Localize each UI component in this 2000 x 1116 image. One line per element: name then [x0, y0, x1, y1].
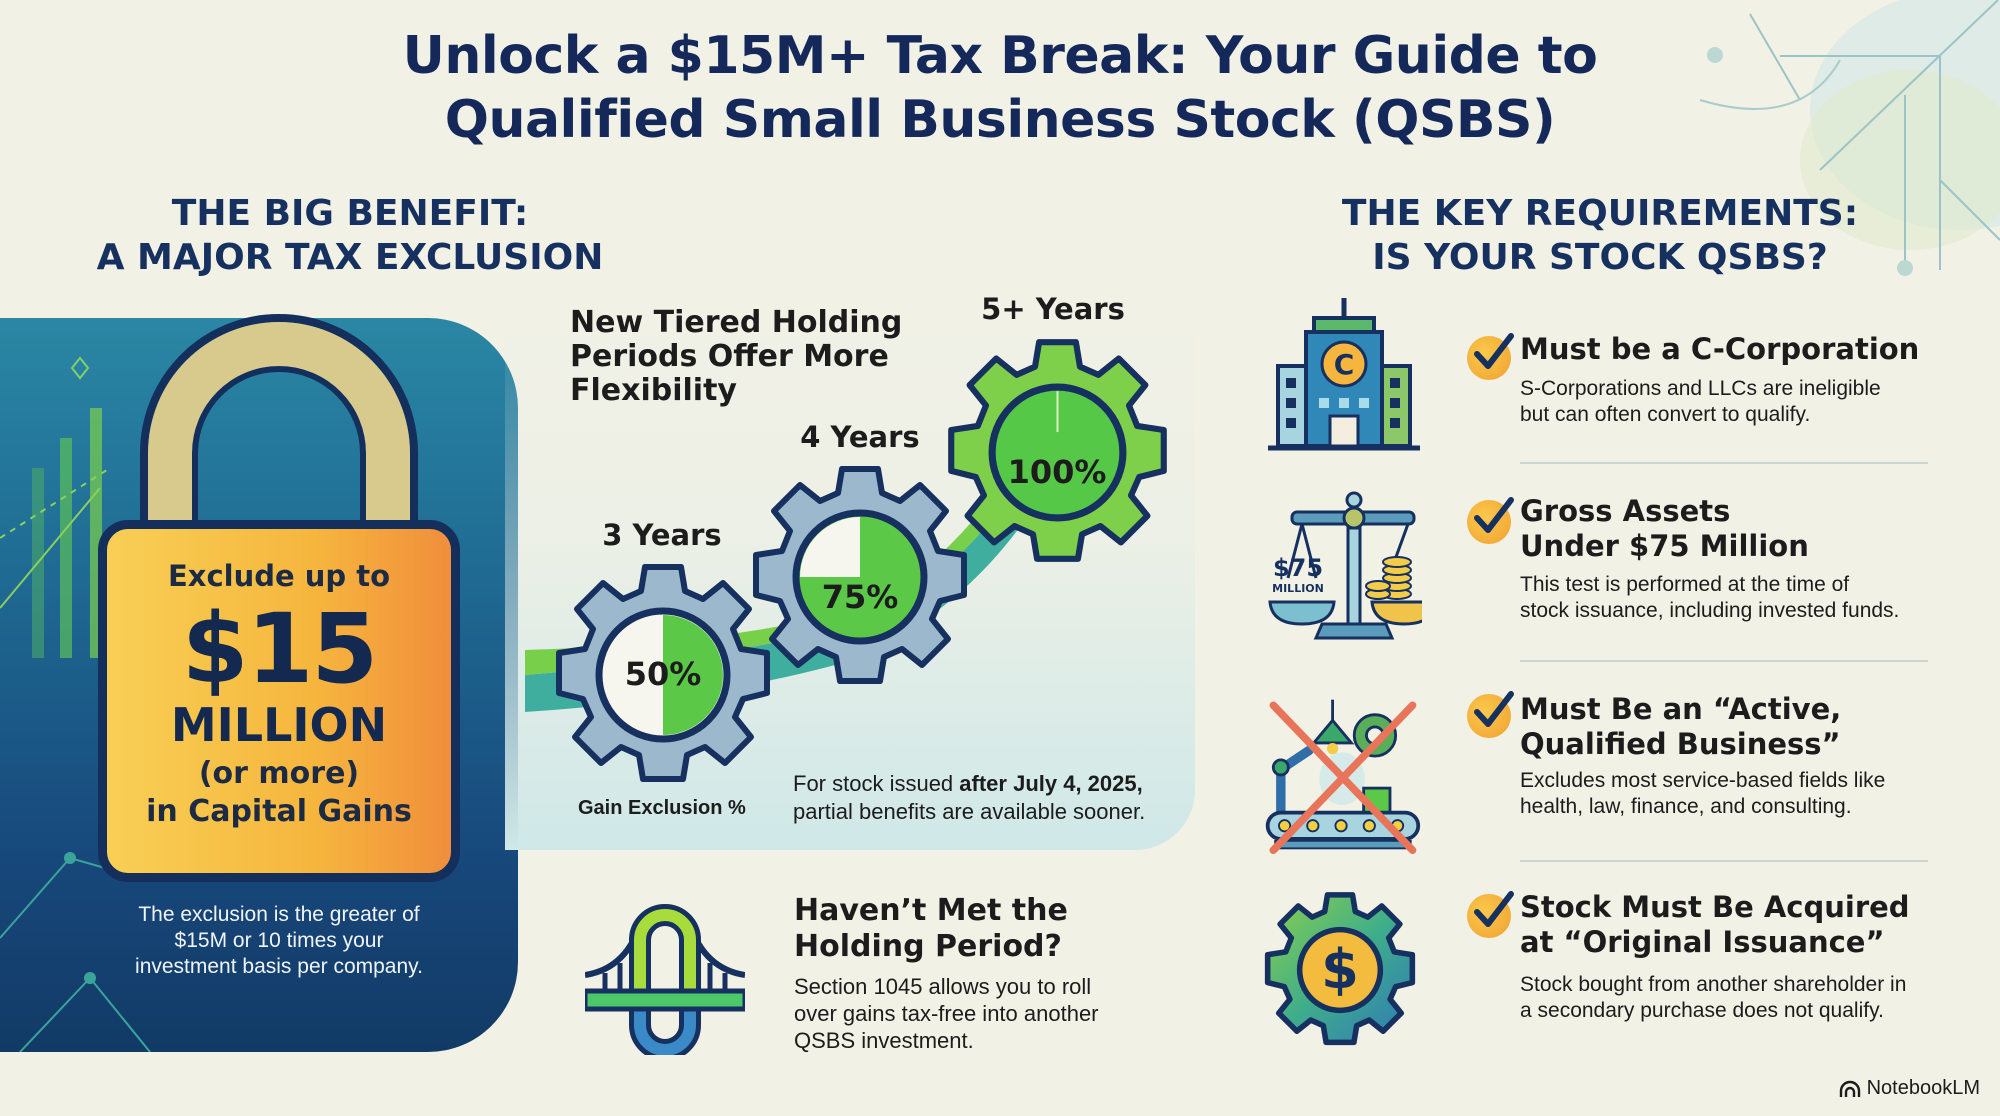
page-title-line1: Unlock a $15M+ Tax Break: Your Guide to	[402, 26, 1598, 86]
requirement-active-business: Must Be an “Active, Qualified Business” …	[1262, 682, 1962, 864]
rollover-title: Haven’t Met the Holding Period?	[794, 893, 1068, 965]
requirement-description: Stock bought from another shareholder in…	[1520, 972, 1940, 1024]
requirement-description: Excludes most service-based fields like …	[1520, 768, 1940, 820]
gear-icon	[948, 339, 1167, 562]
tier-note-prefix: For stock issued	[793, 771, 960, 796]
tier-percentage: 75%	[821, 578, 899, 616]
requirement-c-corporation: C Must be a C-Corporation S-Corporations…	[1262, 296, 1962, 466]
requirement-title-line1: Must be a C-Corporation	[1520, 332, 1920, 366]
checkmark-icon	[1467, 691, 1514, 738]
requirements-heading-line1: THE KEY REQUIREMENTS:	[1341, 193, 1859, 234]
requirement-desc-line1: Stock bought from another shareholder in	[1520, 973, 1907, 996]
tier-title-line1: New Tiered Holding	[570, 305, 903, 340]
lock-text-line5: in Capital Gains	[146, 794, 412, 829]
brand-label: NotebookLM	[1866, 1077, 1980, 1099]
requirement-desc-line2: but can often convert to qualify.	[1520, 403, 1811, 426]
gear-icon	[753, 466, 967, 684]
divider	[1520, 860, 1928, 862]
checkmark-icon	[1467, 497, 1514, 544]
requirement-title: Gross Assets Under $75 Million	[1520, 494, 1940, 564]
requirement-title-line1: Stock Must Be Acquired	[1520, 890, 1910, 924]
tier-percentage: 100%	[1007, 453, 1107, 491]
rollover-title-line1: Haven’t Met the	[794, 893, 1068, 928]
requirement-description: S-Corporations and LLCs are ineligible b…	[1520, 376, 1940, 428]
tier-percentage: 50%	[624, 655, 702, 693]
requirement-desc-line1: Excludes most service-based fields like	[1520, 769, 1886, 792]
gain-exclusion-caption: Gain Exclusion %	[578, 797, 746, 819]
requirement-title-line1: Gross Assets	[1520, 494, 1731, 528]
divider	[1520, 660, 1928, 662]
lock-text-line4: (or more)	[198, 756, 360, 791]
checkmark-icon	[1467, 333, 1514, 380]
requirement-desc-line1: This test is performed at the time of	[1520, 573, 1850, 596]
requirement-desc-line2: a secondary purchase does not qualify.	[1520, 999, 1884, 1022]
brand-watermark: NotebookLM	[1839, 1077, 1980, 1100]
crossed-out-factory-icon	[1265, 699, 1421, 854]
benefit-heading-line1: THE BIG BENEFIT:	[171, 193, 529, 234]
tier-note-date: after July 4, 2025,	[959, 771, 1143, 796]
rollover-title-line2: Holding Period?	[794, 929, 1062, 964]
tier-period-label: 4 Years	[800, 420, 920, 454]
requirement-original-issuance: $ Stock Must Be Acquired at “Original Is…	[1262, 880, 1962, 1060]
divider	[1520, 462, 1928, 464]
benefit-heading-line2: A MAJOR TAX EXCLUSION	[96, 237, 604, 278]
tier-title-line2: Periods Offer More	[570, 339, 889, 374]
lock-unit: MILLION	[170, 698, 388, 752]
requirement-title: Must Be an “Active, Qualified Business”	[1520, 692, 1940, 762]
checkmark-icon	[1467, 891, 1514, 938]
benefit-note-line1: The exclusion is the greater of	[138, 903, 420, 926]
benefit-note-line3: investment basis per company.	[135, 955, 423, 978]
tier-period-label: 3 Years	[602, 518, 722, 552]
benefit-heading: THE BIG BENEFIT: A MAJOR TAX EXCLUSION	[40, 192, 660, 280]
dollar-gear-icon: $	[1264, 892, 1416, 1046]
requirement-desc-line2: health, law, finance, and consulting.	[1520, 795, 1852, 818]
lock-amount: $15	[181, 593, 378, 705]
requirements-heading: THE KEY REQUIREMENTS: IS YOUR STOCK QSBS…	[1290, 192, 1910, 280]
padlock-icon: Exclude up to $15 MILLION (or more) in C…	[98, 520, 460, 882]
rollover-text: Section 1045 allows you to roll over gai…	[794, 973, 1134, 1054]
page-title: Unlock a $15M+ Tax Break: Your Guide to …	[0, 24, 2000, 152]
requirement-title-line2: Qualified Business”	[1520, 727, 1841, 761]
rollover-text-line2: over gains tax-free into another	[794, 1001, 1099, 1026]
page-title-line2: Qualified Small Business Stock (QSBS)	[444, 90, 1556, 150]
lock-text-line1: Exclude up to	[167, 559, 391, 593]
requirement-title: Must be a C-Corporation	[1520, 332, 1940, 367]
requirement-desc-line1: S-Corporations and LLCs are ineligible	[1520, 377, 1881, 400]
rollover-text-line1: Section 1045 allows you to roll	[794, 974, 1092, 999]
scale-icon-unit: MILLION	[1272, 582, 1324, 595]
tier-title: New Tiered Holding Periods Offer More Fl…	[570, 306, 910, 408]
dollar-gear-symbol: $	[1321, 938, 1359, 1001]
rollover-text-line3: QSBS investment.	[794, 1028, 974, 1053]
tier-period-label: 5+ Years	[981, 292, 1125, 326]
requirement-title-line2: at “Original Issuance”	[1520, 925, 1885, 959]
requirement-title-line1: Must Be an “Active,	[1520, 692, 1842, 726]
tier-note: For stock issued after July 4, 2025, par…	[793, 770, 1145, 826]
notebooklm-logo-icon	[1839, 1080, 1860, 1097]
benefit-note-line2: $15M or 10 times your	[174, 929, 384, 952]
requirement-gross-assets: $75 MILLION Gross Assets Under $75 Milli…	[1262, 486, 1962, 666]
requirement-title: Stock Must Be Acquired at “Original Issu…	[1520, 890, 1940, 960]
tier-title-line3: Flexibility	[570, 373, 737, 408]
scale-icon-amount: $75	[1273, 554, 1323, 582]
requirement-title-line2: Under $75 Million	[1520, 529, 1809, 563]
benefit-note: The exclusion is the greater of $15M or …	[90, 902, 468, 980]
building-icon-letter: C	[1334, 348, 1355, 381]
bridge-icon	[585, 904, 745, 1055]
scale-icon: $75 MILLION	[1268, 491, 1422, 640]
building-icon: C	[1268, 298, 1420, 451]
requirements-heading-line2: IS YOUR STOCK QSBS?	[1372, 237, 1828, 278]
requirement-desc-line2: stock issuance, including invested funds…	[1520, 599, 1900, 622]
padlock-shackle-outline	[140, 314, 418, 564]
tier-note-line2: partial benefits are available sooner.	[793, 799, 1146, 824]
gear-icon	[556, 564, 770, 782]
requirement-description: This test is performed at the time of st…	[1520, 572, 1940, 624]
